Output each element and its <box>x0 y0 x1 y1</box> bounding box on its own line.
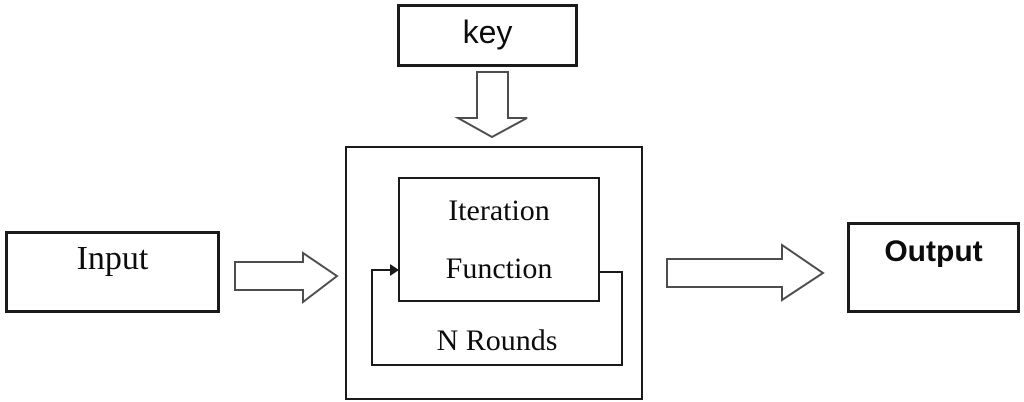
iteration-function-label-line1: Iteration <box>448 193 550 227</box>
n-rounds-label: N Rounds <box>436 324 558 357</box>
iteration-function-label-line2: Function <box>445 251 553 285</box>
key-label: key <box>462 14 513 50</box>
iteration-container-box <box>345 146 643 400</box>
output-box: Output <box>847 222 1020 313</box>
key-box: key <box>397 4 578 67</box>
loop-feedback-arrow-icon <box>371 269 623 366</box>
input-box: Input <box>5 231 220 313</box>
output-label: Output <box>884 235 983 268</box>
loop-arrowhead-icon <box>390 264 399 276</box>
down-block-arrow-icon <box>454 71 528 139</box>
input-right-block-arrow-icon <box>234 251 339 305</box>
iteration-function-box: Iteration Function <box>398 177 600 302</box>
output-right-block-arrow-icon <box>666 243 825 302</box>
input-label: Input <box>76 240 149 277</box>
